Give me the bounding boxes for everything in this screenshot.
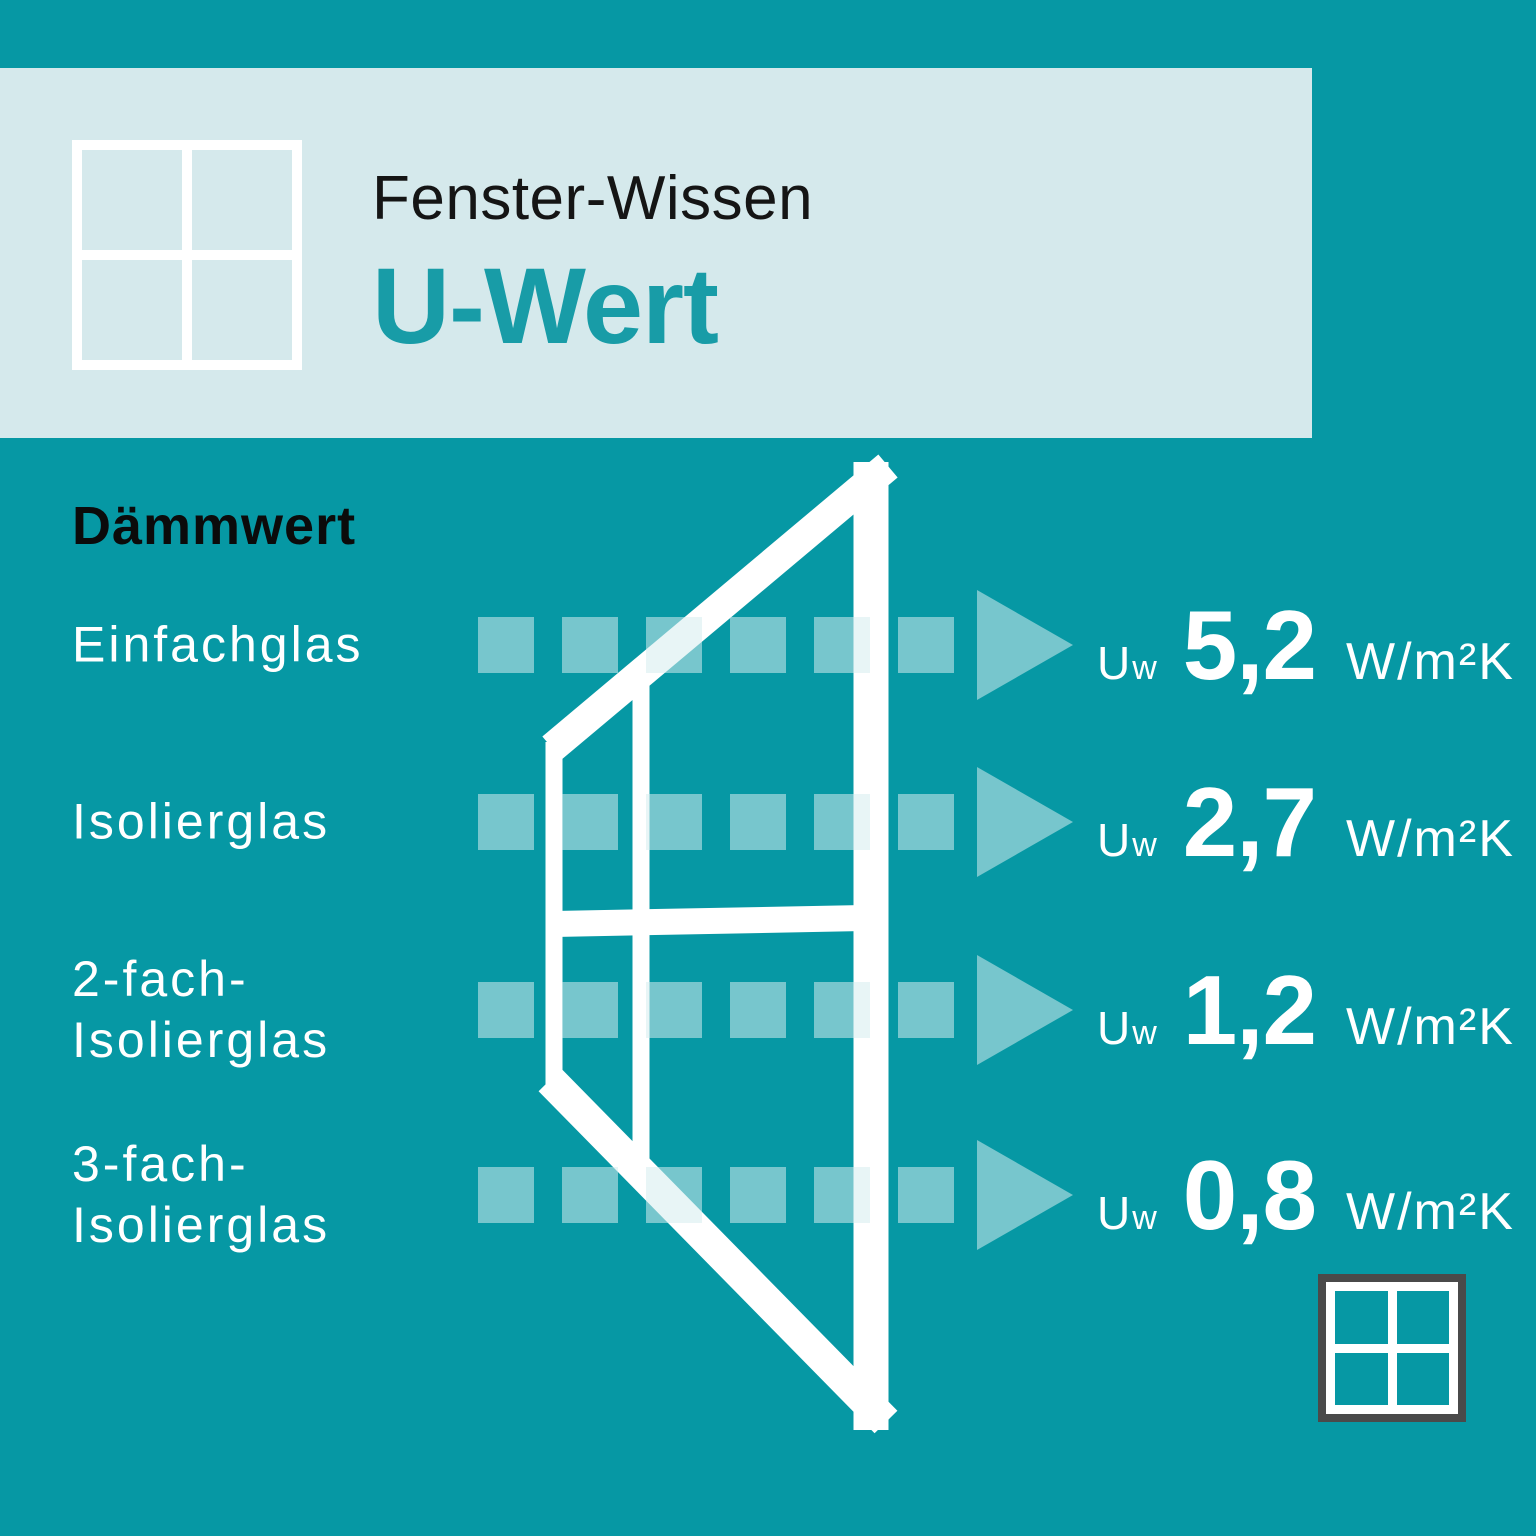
u-symbol: U	[1097, 1187, 1131, 1239]
u-subscript: w	[1132, 1199, 1157, 1237]
window-pane	[82, 260, 182, 360]
window-grid-icon	[72, 140, 302, 370]
u-value: 2,7	[1182, 767, 1317, 877]
heat-flow-square	[730, 794, 786, 850]
heat-flow-square	[646, 794, 702, 850]
row-label-einfachglas: Einfachglas	[72, 615, 364, 676]
footer-window-grid-icon	[1318, 1274, 1466, 1422]
row-label-line: Isolierglas	[72, 1197, 331, 1253]
heat-flow-square	[562, 794, 618, 850]
u-symbol: U	[1097, 637, 1131, 689]
heat-flow-arrowhead-icon	[977, 1140, 1073, 1250]
heat-flow-square	[814, 982, 870, 1038]
u-value-row: U w 0,8 W/m²K	[1097, 1146, 1515, 1244]
heat-flow-square	[898, 617, 954, 673]
heat-flow-square	[814, 617, 870, 673]
heat-flow-square	[646, 1167, 702, 1223]
header-band: Fenster-Wissen U-Wert	[0, 68, 1312, 438]
heat-flow-square	[562, 1167, 618, 1223]
heat-flow-square	[562, 617, 618, 673]
u-symbol: U	[1097, 1002, 1131, 1054]
window-transom	[553, 905, 865, 937]
u-value: 0,8	[1182, 1140, 1317, 1250]
window-pane	[1396, 1352, 1449, 1405]
u-unit: W/m²K	[1346, 633, 1515, 691]
window-pane	[82, 150, 182, 250]
u-subscript: w	[1132, 1014, 1157, 1052]
heat-flow-squares	[478, 617, 954, 673]
heat-flow-square	[730, 982, 786, 1038]
heat-flow-square	[730, 617, 786, 673]
window-top-slant	[542, 454, 898, 760]
header-kicker: Fenster-Wissen	[372, 164, 814, 233]
window-pane	[192, 150, 292, 250]
window-pane	[1335, 1352, 1388, 1405]
heat-flow-square	[562, 982, 618, 1038]
heat-flow-squares	[478, 1167, 954, 1223]
u-symbol: U	[1097, 814, 1131, 866]
heat-flow-arrowhead-icon	[977, 767, 1073, 877]
heat-flow-squares	[478, 794, 954, 850]
heat-flow-square	[814, 1167, 870, 1223]
heat-flow-arrowhead-icon	[977, 955, 1073, 1065]
heat-flow-arrowhead-icon	[977, 590, 1073, 700]
window-pane	[192, 260, 292, 360]
heat-flow-square	[478, 617, 534, 673]
heat-flow-square	[898, 982, 954, 1038]
u-value-row: U w 1,2 W/m²K	[1097, 961, 1515, 1059]
heat-flow-square	[646, 982, 702, 1038]
u-subscript: w	[1132, 826, 1157, 864]
row-label-line: Isolierglas	[72, 793, 331, 850]
u-unit: W/m²K	[1346, 998, 1515, 1056]
u-value: 1,2	[1182, 955, 1317, 1065]
heat-flow-square	[478, 982, 534, 1038]
heat-flow-square	[898, 794, 954, 850]
u-unit: W/m²K	[1346, 1183, 1515, 1241]
window-pane	[1335, 1291, 1388, 1344]
row-label-isolierglas: Isolierglas	[72, 792, 330, 853]
row-label-line: 2-fach-	[72, 951, 249, 1007]
heat-flow-square	[814, 794, 870, 850]
window-bottom-slant	[538, 1068, 898, 1434]
heat-flow-square	[730, 1167, 786, 1223]
u-value: 5,2	[1182, 590, 1317, 700]
row-label-line: Isolierglas	[72, 1012, 331, 1068]
u-unit: W/m²K	[1346, 810, 1515, 868]
row-label-line: 3-fach-	[72, 1136, 249, 1192]
row-label-2fach-isolierglas: 2-fach- Isolierglas	[72, 949, 330, 1071]
heat-flow-square	[478, 1167, 534, 1223]
page-title: U-Wert	[372, 245, 719, 366]
row-label-3fach-isolierglas: 3-fach- Isolierglas	[72, 1134, 330, 1256]
u-value-row: U w 2,7 W/m²K	[1097, 773, 1515, 871]
u-value-row: U w 5,2 W/m²K	[1097, 596, 1515, 694]
heat-flow-squares	[478, 982, 954, 1038]
heat-flow-square	[478, 794, 534, 850]
u-subscript: w	[1132, 649, 1157, 687]
header-text-block: Fenster-Wissen U-Wert	[372, 168, 813, 360]
heat-flow-square	[898, 1167, 954, 1223]
row-label-line: Einfachglas	[72, 616, 364, 673]
heat-flow-square	[646, 617, 702, 673]
window-pane	[1396, 1291, 1449, 1344]
section-heading: Dämmwert	[72, 496, 357, 556]
